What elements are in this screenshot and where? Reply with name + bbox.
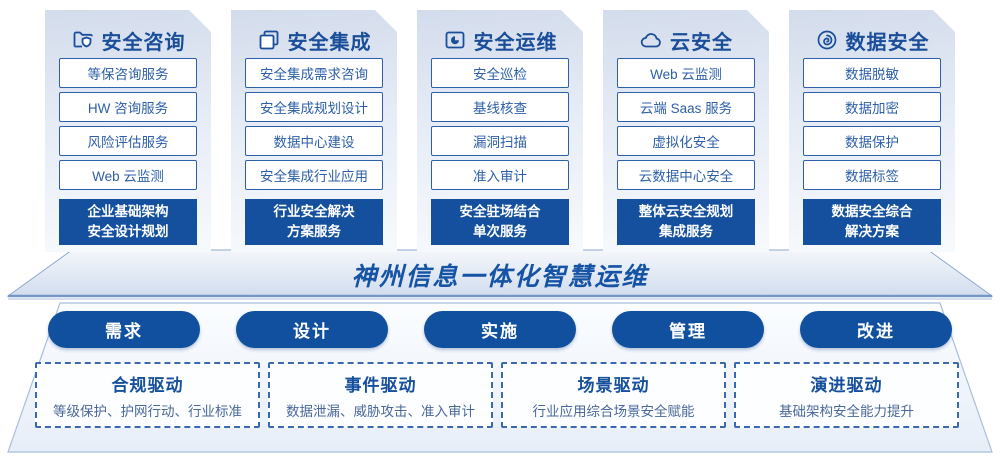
driver-desc: 数据泄漏、威胁攻击、准入审计 <box>286 403 475 419</box>
service-item: 虚拟化安全 <box>617 126 755 156</box>
driver-title: 事件驱动 <box>344 375 417 395</box>
driver-desc: 等级保护、护网行动、行业标准 <box>53 403 242 419</box>
driver-box: 场景驱动行业应用综合场景安全赋能 <box>501 362 726 428</box>
card-title: 安全运维 <box>473 31 558 54</box>
service-columns: 安全咨询等保咨询服务 HW 咨询服务风险评估服务 Web 云监测企业基础架构安全设计… <box>45 10 955 252</box>
service-card-security-consulting: 安全咨询等保咨询服务 HW 咨询服务风险评估服务 Web 云监测企业基础架构安全设计… <box>45 10 211 252</box>
folder-shield-icon <box>71 28 95 52</box>
phase-pills: 需求设计实施管理改进 <box>48 311 952 348</box>
footer-line: 方案服务 <box>287 224 341 239</box>
phase-pill: 设计 <box>236 311 388 348</box>
driver-boxes: 合规驱动等级保护、护网行动、行业标准事件驱动数据泄漏、威胁攻击、准入审计场景驱动… <box>35 362 959 428</box>
service-card-security-integration: 安全集成安全集成需求咨询安全集成规划设计数据中心建设安全集成行业应用行业安全解决… <box>231 10 397 252</box>
footer-line: 行业安全解决 <box>273 204 355 220</box>
service-item: 漏洞扫描 <box>431 126 569 156</box>
service-item: 数据中心建设 <box>245 126 383 156</box>
service-item: HW 咨询服务 <box>59 92 197 122</box>
driver-title: 场景驱动 <box>577 375 650 395</box>
driver-box: 演进驱动基础架构安全能力提升 <box>734 362 959 428</box>
footer-line: 整体云安全规划 <box>638 204 734 220</box>
fingerprint-icon <box>815 28 839 52</box>
card-footer: 数据安全综合解决方案 <box>803 199 941 245</box>
footer-line: 单次服务 <box>473 224 527 239</box>
card-title: 数据安全 <box>845 31 930 54</box>
footer-line: 数据安全综合 <box>831 204 913 220</box>
service-item: 安全集成行业应用 <box>245 160 383 190</box>
monitor-gauge-icon <box>443 28 467 52</box>
phase-pill: 改进 <box>800 311 952 348</box>
card-title: 安全咨询 <box>101 31 186 54</box>
card-header: 云安全 <box>639 26 733 54</box>
footer-line: 解决方案 <box>845 224 899 239</box>
driver-title: 演进驱动 <box>810 375 883 395</box>
card-footer: 整体云安全规划集成服务 <box>617 199 755 245</box>
phase-pill: 需求 <box>48 311 200 348</box>
card-header: 数据安全 <box>815 26 930 54</box>
driver-box: 事件驱动数据泄漏、威胁攻击、准入审计 <box>268 362 493 428</box>
card-header: 安全运维 <box>443 26 558 54</box>
platform-title: 神州信息一体化智慧运维 <box>351 263 649 291</box>
card-footer: 行业安全解决方案服务 <box>245 199 383 245</box>
card-title: 云安全 <box>670 31 733 54</box>
service-item: 安全集成需求咨询 <box>245 58 383 88</box>
service-item: Web 云监测 <box>617 58 755 88</box>
cloud-icon <box>639 28 663 52</box>
service-item: 基线核查 <box>431 92 569 122</box>
card-footer: 企业基础架构安全设计规划 <box>59 199 197 245</box>
card-header: 安全咨询 <box>71 26 186 54</box>
service-item: 数据加密 <box>803 92 941 122</box>
card-title: 安全集成 <box>287 31 372 54</box>
phase-pill: 管理 <box>612 311 764 348</box>
footer-line: 安全驻场结合 <box>459 204 541 220</box>
service-card-security-operations: 安全运维安全巡检基线核查漏洞扫描准入审计安全驻场结合单次服务 <box>417 10 583 252</box>
driver-desc: 行业应用综合场景安全赋能 <box>532 403 695 419</box>
card-footer: 安全驻场结合单次服务 <box>431 199 569 245</box>
service-item: 数据标签 <box>803 160 941 190</box>
driver-title: 合规驱动 <box>111 375 184 395</box>
footer-line: 企业基础架构 <box>87 204 169 220</box>
copy-docs-icon <box>257 28 281 52</box>
service-item: 云端 Saas 服务 <box>617 92 755 122</box>
service-item: 等保咨询服务 <box>59 58 197 88</box>
service-item: 数据保护 <box>803 126 941 156</box>
driver-desc: 基础架构安全能力提升 <box>779 403 914 419</box>
card-header: 安全集成 <box>257 26 372 54</box>
service-item: 风险评估服务 <box>59 126 197 156</box>
service-item: 准入审计 <box>431 160 569 190</box>
service-item: 数据脱敏 <box>803 58 941 88</box>
footer-line: 安全设计规划 <box>87 224 169 239</box>
service-card-cloud-security: 云安全 Web 云监测云端 Saas 服务虚拟化安全云数据中心安全整体云安全规划集… <box>603 10 769 252</box>
service-item: 云数据中心安全 <box>617 160 755 190</box>
service-item: 安全集成规划设计 <box>245 92 383 122</box>
service-card-data-security: 数据安全数据脱敏数据加密数据保护数据标签数据安全综合解决方案 <box>789 10 955 252</box>
footer-line: 集成服务 <box>659 224 713 239</box>
service-item: 安全巡检 <box>431 58 569 88</box>
phase-pill: 实施 <box>424 311 576 348</box>
driver-box: 合规驱动等级保护、护网行动、行业标准 <box>35 362 260 428</box>
service-item: Web 云监测 <box>59 160 197 190</box>
